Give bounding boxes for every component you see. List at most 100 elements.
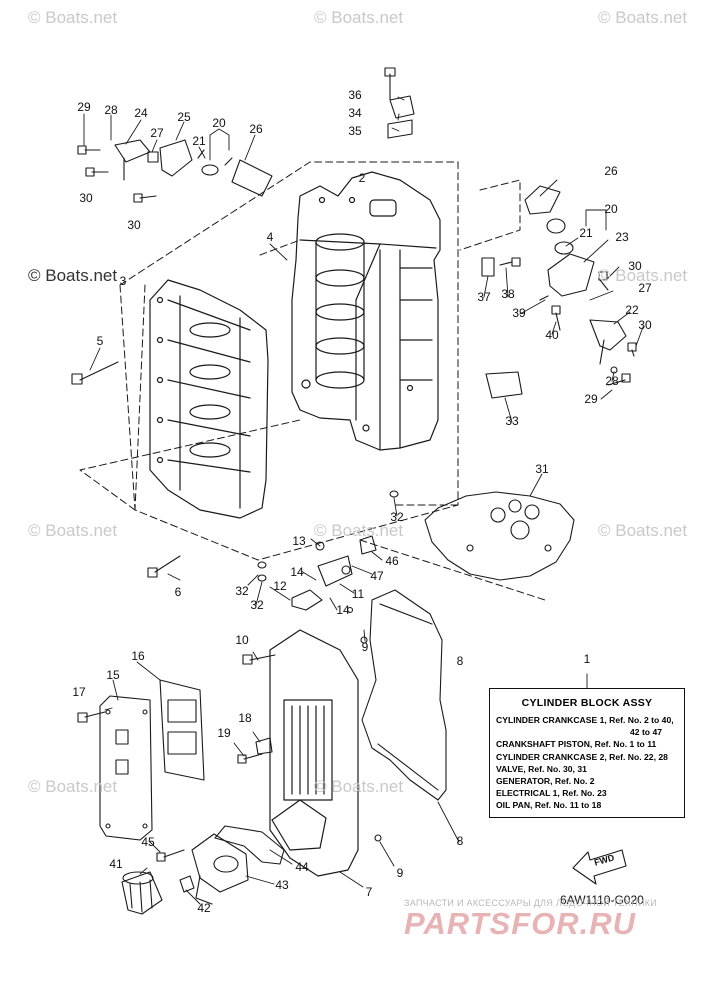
callout-29: 29 <box>77 100 91 114</box>
assembly-legend-box: CYLINDER BLOCK ASSY CYLINDER CRANKCASE 1… <box>489 688 685 818</box>
leader-lines <box>83 96 644 905</box>
callout-32: 32 <box>235 584 249 598</box>
legend-title: CYLINDER BLOCK ASSY <box>521 697 653 709</box>
callout-23: 23 <box>615 230 629 244</box>
callout-30: 30 <box>638 318 652 332</box>
thermostat-group-left <box>114 139 273 197</box>
callout-8: 8 <box>456 834 464 848</box>
watermark: © Boats.net <box>314 521 404 540</box>
callout-8: 8 <box>456 654 464 668</box>
watermark: © Boats.net <box>314 8 404 27</box>
gasket-8 <box>361 589 447 801</box>
exhaust-cover <box>269 629 359 877</box>
cylinder-block <box>291 171 441 451</box>
callout-17: 17 <box>72 685 86 699</box>
brand-tagline: ЗАПЧАСТИ И АКСЕССУАРЫ ДЛЯ ЛОДОЧНОЙ ТЕХНИ… <box>404 898 658 908</box>
callout-37: 37 <box>477 290 491 304</box>
callout-15: 15 <box>106 668 120 682</box>
callout-31: 31 <box>535 462 549 476</box>
callout-41: 41 <box>109 857 123 871</box>
legend-line: VALVE, Ref. No. 30, 31 <box>496 763 587 774</box>
watermark: © Boats.net <box>598 8 688 27</box>
oil-filter-adapter <box>179 825 285 905</box>
callout-14: 14 <box>336 603 350 617</box>
callout-1: 1 <box>583 652 591 666</box>
callout-28: 28 <box>605 374 619 388</box>
callout-47: 47 <box>370 569 384 583</box>
legend-line: OIL PAN, Ref. No. 11 to 18 <box>496 800 602 811</box>
callout-30: 30 <box>79 191 93 205</box>
callout-22: 22 <box>625 303 639 317</box>
legend-line: GENERATOR, Ref. No. 2 <box>496 776 595 787</box>
callout-28: 28 <box>104 103 118 117</box>
callout-20: 20 <box>212 116 226 130</box>
callout-9: 9 <box>361 640 369 654</box>
watermark-strong: © Boats.net <box>28 266 118 285</box>
legend-line: ELECTRICAL 1, Ref. No. 23 <box>496 788 607 799</box>
fittings <box>255 490 399 842</box>
callout-30: 30 <box>127 218 141 232</box>
legend-line: CYLINDER CRANKCASE 1, Ref. No. 2 to 40, <box>496 715 674 725</box>
callout-6: 6 <box>174 585 182 599</box>
callout-43: 43 <box>275 878 289 892</box>
callout-26: 26 <box>249 122 263 136</box>
thermostat-group-right <box>524 185 627 374</box>
callout-40: 40 <box>545 328 559 342</box>
callout-12: 12 <box>273 579 287 593</box>
drawing-code: 6AW1110-G020 <box>560 893 644 907</box>
callout-18: 18 <box>238 711 252 725</box>
watermark: © Boats.net <box>598 521 688 540</box>
callout-42: 42 <box>197 901 211 915</box>
bolts <box>71 67 637 862</box>
callout-34: 34 <box>348 106 362 120</box>
cover-plate-15 <box>99 695 153 841</box>
callout-4: 4 <box>266 230 274 244</box>
callout-14: 14 <box>290 565 304 579</box>
callout-35: 35 <box>348 124 362 138</box>
callout-38: 38 <box>501 287 515 301</box>
watermark: © Boats.net <box>28 521 118 540</box>
gasket-31 <box>424 491 575 581</box>
callout-27: 27 <box>150 126 164 140</box>
callout-16: 16 <box>131 649 145 663</box>
callout-32: 32 <box>250 598 264 612</box>
callout-9: 9 <box>396 866 404 880</box>
small-brackets <box>481 257 523 399</box>
callout-10: 10 <box>235 633 249 647</box>
brand-logo: PARTSFOR.RU <box>404 906 637 941</box>
legend-line: CYLINDER CRANKCASE 2, Ref. No. 22, 28 <box>496 751 668 762</box>
callout-21: 21 <box>192 134 206 148</box>
callout-11: 11 <box>351 587 365 601</box>
callout-7: 7 <box>365 885 373 899</box>
crankcase-left <box>149 279 269 519</box>
callout-13: 13 <box>292 534 306 548</box>
fwd-arrow-shape <box>572 849 627 885</box>
watermark: © Boats.net <box>314 777 404 796</box>
callout-33: 33 <box>505 414 519 428</box>
legend-line: CRANKSHAFT PISTON, Ref. No. 1 to 11 <box>496 739 657 750</box>
bracket-top <box>387 95 415 139</box>
callout-3: 3 <box>119 274 127 288</box>
dashed-assembly-outline <box>79 161 546 601</box>
callout-19: 19 <box>217 726 231 740</box>
legend-line: 42 to 47 <box>630 727 663 738</box>
gasket-16 <box>159 679 205 781</box>
callout-36: 36 <box>348 88 362 102</box>
callout-25: 25 <box>177 110 191 124</box>
callout-24: 24 <box>134 106 148 120</box>
callout-21: 21 <box>579 226 593 240</box>
callout-44: 44 <box>295 860 309 874</box>
callout-32: 32 <box>390 510 404 524</box>
callout-46: 46 <box>385 554 399 568</box>
callout-2: 2 <box>358 171 366 185</box>
callout-30: 30 <box>628 259 642 273</box>
callout-20: 20 <box>604 202 618 216</box>
callout-26: 26 <box>604 164 618 178</box>
callout-5: 5 <box>96 334 104 348</box>
callout-27: 27 <box>638 281 652 295</box>
callout-39: 39 <box>512 306 526 320</box>
callout-45: 45 <box>141 835 155 849</box>
watermark: © Boats.net <box>28 8 118 27</box>
